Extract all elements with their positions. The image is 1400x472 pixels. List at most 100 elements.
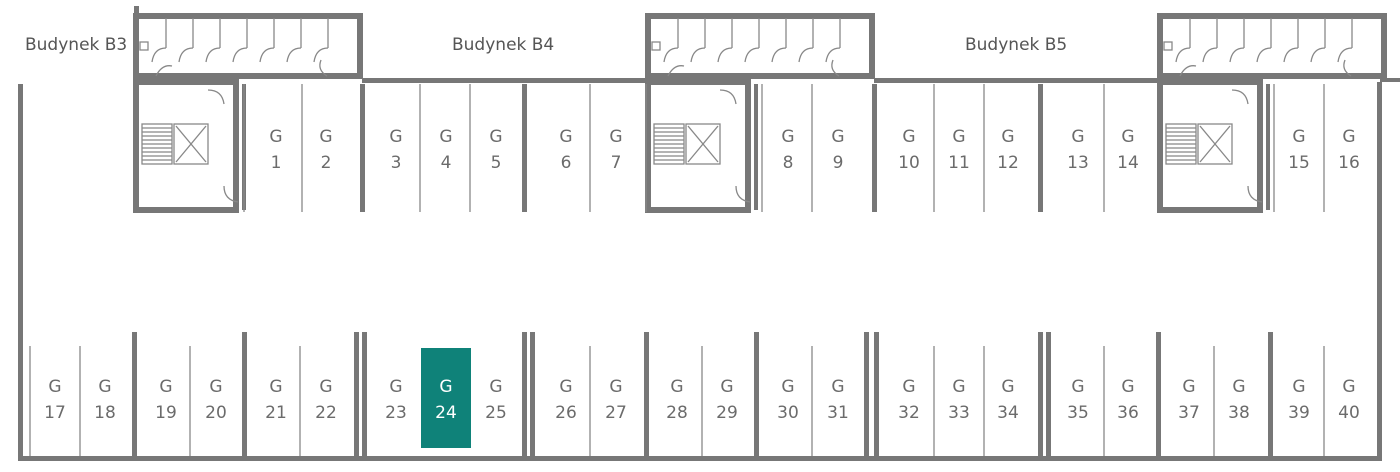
garage-spot-38[interactable]: G38 (1214, 348, 1264, 448)
garage-spot-24[interactable]: G24 (421, 348, 471, 448)
garage-spot-14[interactable]: G 14 (1103, 98, 1153, 198)
garage-number-label: 1 (271, 153, 282, 173)
garage-prefix-label: G (609, 127, 622, 147)
garage-spots: G1G2G3G4G5G6G7G8G9G10G11G12G13G14G15G16G… (30, 98, 1374, 448)
garage-spot-area[interactable] (1103, 98, 1153, 198)
garage-number-label: 33 (948, 403, 970, 423)
garage-spot-area[interactable] (30, 348, 80, 448)
garage-spot-area[interactable] (421, 98, 471, 198)
garage-spot-37[interactable]: G37 (1164, 348, 1214, 448)
garage-spot-1[interactable]: G1 (251, 98, 301, 198)
garage-spot-area[interactable] (1214, 348, 1264, 448)
garage-spot-area[interactable] (80, 348, 130, 448)
garage-spot-22[interactable]: G22 (301, 348, 351, 448)
garage-spot-area[interactable] (1164, 348, 1214, 448)
garage-spot-26[interactable]: G26 (541, 348, 591, 448)
garage-spot-10[interactable]: G10 (884, 98, 934, 198)
garage-spot-area[interactable] (652, 348, 702, 448)
garage-spot-40[interactable]: G40 (1324, 348, 1374, 448)
garage-spot-area[interactable] (191, 348, 241, 448)
garage-spot-8[interactable]: G8 (763, 98, 813, 198)
garage-spot-20[interactable]: G20 (191, 348, 241, 448)
garage-spot-area[interactable] (591, 98, 641, 198)
garage-spot-28[interactable]: G28 (652, 348, 702, 448)
garage-spot-area[interactable] (813, 98, 863, 198)
garage-spot-area[interactable] (813, 348, 863, 448)
garage-spot-18[interactable]: G18 (80, 348, 130, 448)
garage-spot-11[interactable]: G11 (934, 98, 984, 198)
garage-spot-area[interactable] (1274, 348, 1324, 448)
garage-spot-area[interactable] (884, 98, 934, 198)
garage-number-label: 38 (1228, 403, 1250, 423)
garage-spot-area[interactable] (1053, 98, 1103, 198)
garage-spot-area[interactable] (1324, 348, 1374, 448)
garage-spot-area[interactable] (541, 348, 591, 448)
garage-number-label: 13 (1067, 153, 1089, 173)
garage-number-label: 8 (783, 153, 794, 173)
garage-spot-15[interactable]: G15 (1274, 98, 1324, 198)
garage-spot-area[interactable] (591, 348, 641, 448)
garage-spot-27[interactable]: G27 (591, 348, 641, 448)
garage-number-label: 10 (898, 153, 920, 173)
garage-spot-area[interactable] (763, 98, 813, 198)
garage-spot-25[interactable]: G25 (471, 348, 521, 448)
garage-spot-23[interactable]: G23 (371, 348, 421, 448)
garage-number-label: 2 (321, 153, 332, 173)
garage-spot-29[interactable]: G29 (702, 348, 752, 448)
garage-spot-3[interactable]: G3 (371, 98, 421, 198)
garage-spot-area[interactable] (983, 98, 1033, 198)
garage-spot-area[interactable] (934, 348, 984, 448)
garage-spot-area[interactable] (371, 98, 421, 198)
garage-prefix-label: G (209, 377, 222, 397)
garage-number-label: 14 (1117, 153, 1139, 173)
garage-prefix-label: G (1121, 127, 1134, 147)
garage-spot-area[interactable] (301, 98, 351, 198)
garage-spot-36[interactable]: G36 (1103, 348, 1153, 448)
garage-number-label: 36 (1117, 403, 1139, 423)
garage-spot-39[interactable]: G39 (1274, 348, 1324, 448)
garage-spot-area[interactable] (1103, 348, 1153, 448)
garage-spot-area[interactable] (141, 348, 191, 448)
garage-spot-13[interactable]: G13 (1053, 98, 1103, 198)
garage-spot-34[interactable]: G34 (983, 348, 1033, 448)
garage-spot-5[interactable]: G5 (471, 98, 521, 198)
garage-spot-area[interactable] (1324, 98, 1374, 198)
garage-spot-area[interactable] (983, 348, 1033, 448)
garage-spot-19[interactable]: G19 (141, 348, 191, 448)
garage-prefix-label: G (952, 377, 965, 397)
garage-spot-area[interactable] (884, 348, 934, 448)
garage-spot-area[interactable] (251, 348, 301, 448)
garage-spot-32[interactable]: G32 (884, 348, 934, 448)
garage-spot-17[interactable]: G17 (30, 348, 80, 448)
garage-spot-area[interactable] (702, 348, 752, 448)
garage-spot-area[interactable] (763, 348, 813, 448)
garage-spot-12[interactable]: G12 (983, 98, 1033, 198)
garage-spot-33[interactable]: G 33 (934, 348, 984, 448)
garage-number-label: 34 (997, 403, 1019, 423)
garage-spot-area[interactable] (1274, 98, 1324, 198)
garage-spot-6[interactable]: G6 (541, 98, 591, 198)
building-label-b4: Budynek B4 (452, 35, 554, 55)
garage-spot-area[interactable] (421, 348, 471, 448)
garage-number-label: 37 (1178, 403, 1200, 423)
garage-spot-4[interactable]: G4 (421, 98, 471, 198)
garage-spot-area[interactable] (541, 98, 591, 198)
garage-spot-area[interactable] (371, 348, 421, 448)
garage-spot-9[interactable]: G9 (813, 98, 863, 198)
garage-spot-area[interactable] (301, 348, 351, 448)
garage-spot-35[interactable]: G35 (1053, 348, 1103, 448)
garage-spot-21[interactable]: G21 (251, 348, 301, 448)
garage-spot-area[interactable] (251, 98, 301, 198)
garage-spot-area[interactable] (1053, 348, 1103, 448)
garage-spot-2[interactable]: G2 (301, 98, 351, 198)
garage-prefix-label: G (319, 127, 332, 147)
garage-spot-area[interactable] (471, 348, 521, 448)
garage-spot-30[interactable]: G30 (763, 348, 813, 448)
garage-prefix-label: G (269, 127, 282, 147)
garage-spot-area[interactable] (471, 98, 521, 198)
garage-spot-area[interactable] (934, 98, 984, 198)
garage-prefix-label: G (1071, 377, 1084, 397)
garage-spot-7[interactable]: G7 (591, 98, 641, 198)
garage-spot-31[interactable]: G31 (813, 348, 863, 448)
garage-spot-16[interactable]: G16 (1324, 98, 1374, 198)
